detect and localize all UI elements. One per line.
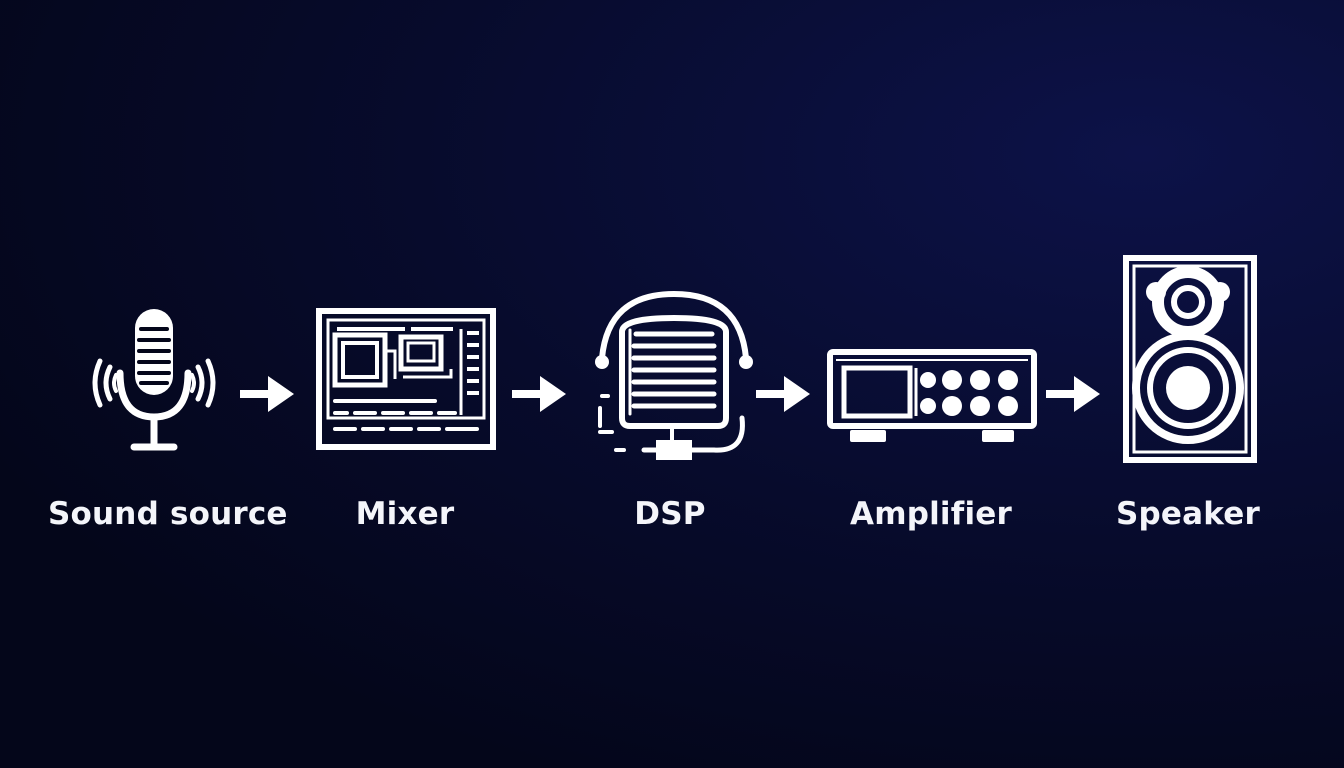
microphone-icon: [88, 305, 218, 455]
speaker-icon: [1122, 254, 1258, 464]
amplifier-icon: [826, 348, 1038, 446]
node-label-speaker: Speaker: [1116, 496, 1260, 532]
node-label-amplifier: Amplifier: [850, 496, 1012, 532]
node-label-sound-source: Sound source: [48, 496, 288, 532]
flow-arrow-3: [754, 372, 812, 420]
flow-arrow-1: [238, 372, 296, 420]
mixer-console-icon: [315, 307, 497, 451]
flow-arrow-4: [1044, 372, 1102, 420]
dsp-processor-icon: [588, 290, 760, 466]
node-label-dsp: DSP: [634, 496, 706, 532]
flow-arrow-2: [510, 372, 568, 420]
node-label-mixer: Mixer: [355, 496, 455, 532]
